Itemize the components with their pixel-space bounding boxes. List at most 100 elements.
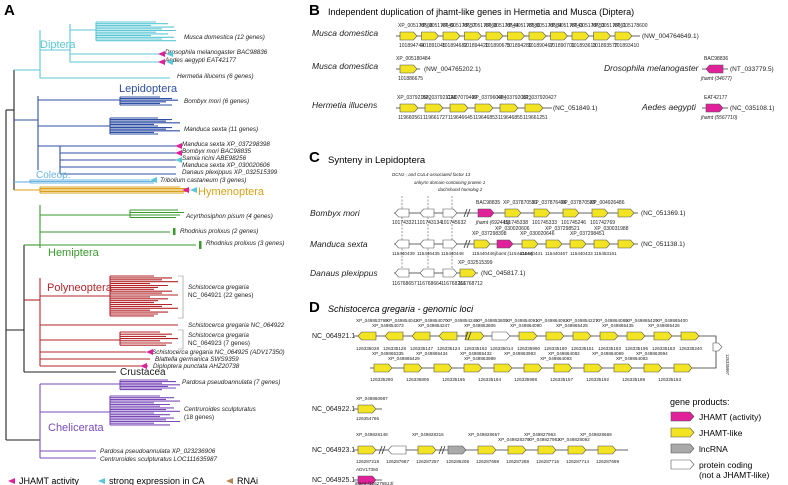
d-nc921-mid-label: XP_049864090 bbox=[510, 323, 542, 328]
d-nc921-top-label: XP_049864092 bbox=[536, 318, 568, 323]
leaf-schisto3b: NC_064923 (7 genes) bbox=[188, 340, 250, 347]
d-nc921-bottom-label: 126335163 bbox=[652, 346, 675, 351]
d-nc921-top-label: XP_049865429 bbox=[626, 318, 658, 323]
d-nc921-row2-mid-label: XP_049865429 bbox=[388, 356, 420, 361]
c-manduca-like-gene bbox=[569, 239, 587, 249]
d-nc921-row2-gene bbox=[463, 363, 483, 373]
d-nc921-bottom-label: 126335147 bbox=[410, 346, 433, 351]
d-nc921-row2-gene bbox=[673, 363, 693, 373]
c-manduca-bottom-label: jhamt (115440444) bbox=[494, 251, 534, 256]
b-hermetia-gene bbox=[499, 103, 519, 113]
c-danaus-species: Danaus plexippus bbox=[310, 268, 378, 278]
d-nc923-top-label: XP_049827963 bbox=[524, 432, 556, 437]
d-nc923-gene bbox=[447, 445, 467, 455]
b-musca1-bottom-label: 101893577 bbox=[593, 43, 618, 49]
d-nc921-row2-bottom-label: 126335165 bbox=[442, 377, 465, 382]
b-aedes-bottom-label: jhamt (5567710) bbox=[700, 115, 738, 121]
c-bombyx-bottom-label: 101745246 bbox=[561, 220, 586, 226]
leaf-manduca3: Manduca sexta XP_030020606 bbox=[182, 162, 270, 169]
b-musca1-bottom-label: 101894420 bbox=[464, 43, 489, 49]
b-musca1-top-label: XP_005178653 bbox=[570, 23, 605, 29]
b-hermetia-top-label: CAD7079469 bbox=[447, 95, 477, 101]
b-musca2-top-label: XP_005180484 bbox=[396, 56, 431, 62]
d-nc921-bottom-label: 126335240 bbox=[679, 346, 702, 351]
d-nc921-row2-mid-label: XP_049864083 bbox=[616, 356, 648, 361]
d-nc923-mid-label: XP_049828092 bbox=[558, 437, 590, 442]
rhodnius3-bar bbox=[199, 241, 202, 249]
leaf-pardosa: Pardosa pseudoannulata (7 genes) bbox=[182, 379, 280, 386]
d-nc921-bottom-label: 126335151 bbox=[571, 346, 594, 351]
leaf-hermetia: Hermetia illucens (6 genes) bbox=[177, 73, 254, 80]
d-nc923-bottom-label: 126286208 bbox=[446, 459, 469, 464]
c-bombyx-like-gene bbox=[562, 208, 580, 218]
b-musca1-gene bbox=[399, 31, 418, 41]
d-nc923-bottom-label: 126287698 bbox=[476, 459, 499, 464]
b-musca2-species: Musca domestica bbox=[312, 61, 378, 71]
b-musca1-bottom-label: 101891045 bbox=[421, 43, 446, 49]
c-manduca-top-label: XP_037298451 bbox=[570, 231, 605, 237]
clade-polyneoptera: Polyneoptera bbox=[47, 282, 113, 294]
phylogenetic-tree bbox=[5, 21, 202, 459]
d-nc923-gene bbox=[387, 445, 407, 455]
panel-b-title: Independent duplication of jhamt-like ge… bbox=[328, 7, 634, 17]
d-nc921-top-label: XP_049854248 bbox=[446, 318, 478, 323]
b-hermetia-bottom-label: 119661727 bbox=[423, 115, 448, 121]
c-manduca-top-label: XP_037298398 bbox=[472, 231, 507, 237]
b-hermetia-top-label: XP_037921128 bbox=[422, 95, 456, 101]
legend-jhamt-swatch bbox=[670, 411, 695, 422]
leaf-manduca: Manduca sexta (11 genes) bbox=[184, 126, 258, 133]
leaf-schisto3a: Schistocerca gregaria bbox=[188, 332, 249, 339]
d-nc921-mid-label: XP_049865435 bbox=[602, 323, 634, 328]
b-hermetia-bottom-label: 119660561 bbox=[398, 115, 423, 121]
leaf-schisto2: Schistocerca gregaria NC_064922 bbox=[188, 322, 285, 329]
rhodnius2-bar bbox=[173, 228, 176, 235]
leaf-pardosa2: Pardosa pseudoannulata XP_023236906 bbox=[100, 448, 216, 455]
d-nc923-mid-label: XP_049827983 bbox=[528, 437, 560, 442]
d-nc921-bottom-label: 126335990 bbox=[517, 346, 540, 351]
c-bombyx-bottom-label: 101743134 bbox=[417, 220, 442, 226]
d-nc925-gene bbox=[357, 475, 377, 485]
legend-rnai-arrow bbox=[226, 478, 233, 484]
d-nc921-row2-top-label: XP_049864089 bbox=[592, 351, 624, 356]
d-nc921-row2-gene bbox=[433, 363, 453, 373]
panel-d-title: Schistocerca gregaria - genomic loci bbox=[328, 304, 474, 314]
d-nc922-top-label: XP_049860987 bbox=[356, 396, 388, 401]
c-manduca-gene bbox=[394, 239, 410, 249]
d-nc921-bottom-label: 126335014 bbox=[490, 346, 513, 351]
d-nc921-side-gene bbox=[712, 342, 723, 352]
leaf-bombyx: Bombyx mori (6 genes) bbox=[184, 98, 249, 105]
d-nc922-acc: NC_064922.1 bbox=[312, 406, 355, 413]
d-nc921-row2-bottom-label: 126335290 bbox=[370, 377, 393, 382]
d-nc923-bottom-label: 126287715 bbox=[536, 459, 559, 464]
d-nc921-row2-gene bbox=[553, 363, 573, 373]
c-manduca-bottom-label: 115440446 bbox=[472, 251, 495, 256]
d-nc923-gene bbox=[567, 445, 587, 455]
c-manduca-top-label: XP_030031988 bbox=[594, 226, 629, 232]
legend-ca-label: strong expression in CA bbox=[109, 476, 205, 485]
c-manduca-top-label: XP_030020606 bbox=[495, 226, 530, 232]
d-nc923-mid-label: XP_049828378 bbox=[498, 437, 530, 442]
c-manduca-break bbox=[463, 239, 471, 249]
b-aedes-gene bbox=[705, 103, 724, 113]
b-musca1-top-label: XP_005178668 bbox=[463, 23, 498, 29]
b-musca1-top-label: XP_005178568 bbox=[398, 23, 433, 29]
b-musca1-top-label: XP_005178661 bbox=[592, 23, 627, 29]
b-hermetia-gene bbox=[424, 103, 444, 113]
d-nc921-row2-gene bbox=[613, 363, 633, 373]
c-manduca-bottom-label: 115440467 bbox=[545, 251, 568, 256]
d-nc921-top-label: XP_049853798 bbox=[356, 318, 388, 323]
d-nc921-gene bbox=[491, 331, 511, 341]
c-bombyx-bottom-label: 101742769 bbox=[590, 220, 615, 226]
c-danaus-bottom-label: 116768664 bbox=[417, 281, 442, 287]
clade-coleoptera: Coleop. bbox=[36, 170, 70, 181]
d-nc921-row2-top-label: XP_049864082 bbox=[548, 351, 580, 356]
b-hermetia-gene bbox=[524, 103, 544, 113]
leaf-centr2: Centruroides sculpturatus LOC111635987 bbox=[100, 456, 218, 463]
c-manduca-like-gene bbox=[545, 239, 563, 249]
aedes-jhamt-marker bbox=[158, 59, 165, 65]
c-danaus-like-gene bbox=[459, 268, 477, 278]
d-nc921-bottom-label: 126335180 bbox=[544, 346, 567, 351]
d-nc923-top-label: XP_049828657 bbox=[468, 432, 500, 437]
c-manduca-top-label: XP_030020646 bbox=[520, 231, 555, 237]
d-nc921-bottom-label: 126335162 bbox=[464, 346, 487, 351]
